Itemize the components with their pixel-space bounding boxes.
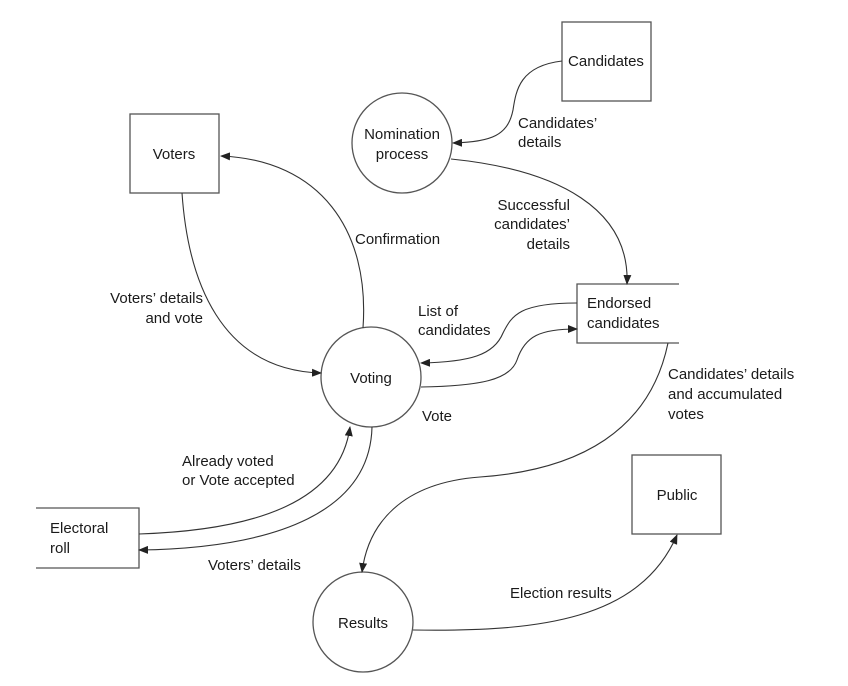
label-voters-details: Voters’ details [208,557,301,574]
store-electoral-roll[interactable]: Electoral roll [36,507,140,569]
entity-voters-label: Voters [153,146,196,163]
svg-text:or Vote accepted: or Vote accepted [182,472,295,489]
svg-text:votes: votes [668,406,704,423]
svg-text:Voters’ details: Voters’ details [110,290,203,307]
label-confirmation: Confirmation [355,231,440,248]
process-nomination-label-1: Nomination [364,126,440,143]
process-nomination-label-2: process [376,146,429,163]
flow-already-voted [138,426,353,535]
process-results[interactable]: Results [312,571,414,673]
svg-text:details: details [518,134,561,151]
flow-voters-details-vote [181,192,322,377]
label-list-of-candidates: List of candidates [418,303,491,339]
store-endorsed-label-1: Endorsed [587,295,651,312]
flow-list-of-candidates [420,302,578,367]
label-candidates-details: Candidates’ details [518,115,597,151]
svg-text:and accumulated: and accumulated [668,386,782,403]
process-voting-label: Voting [350,370,392,387]
flow-election-results [412,534,678,631]
svg-text:and vote: and vote [145,310,203,327]
label-successful-details: Successful candidates’ details [494,197,570,253]
flow-voters-details [138,426,373,554]
svg-text:candidates: candidates [418,322,491,339]
svg-text:List of: List of [418,303,459,320]
entity-public[interactable]: Public [631,454,722,535]
process-nomination[interactable]: Nomination process [351,92,453,194]
entity-public-label: Public [657,487,698,504]
label-voters-details-vote: Voters’ details and vote [110,290,203,327]
svg-text:details: details [527,236,570,253]
entity-voters[interactable]: Voters [129,113,220,194]
store-endorsed-candidates[interactable]: Endorsed candidates [576,283,679,344]
process-voting[interactable]: Voting [320,326,422,428]
label-accumulated-votes: Candidates’ details and accumulated vote… [668,366,794,423]
svg-text:Candidates’ details: Candidates’ details [668,366,794,383]
process-results-label: Results [338,615,388,632]
flow-successful-details [450,158,632,285]
flow-vote [420,325,578,388]
entity-candidates[interactable]: Candidates [561,21,652,102]
store-electoral-label-2: roll [50,540,70,557]
svg-text:Already voted: Already voted [182,453,274,470]
label-election-results: Election results [510,585,612,602]
flow-accumulated-votes [359,342,669,573]
svg-text:candidates’: candidates’ [494,216,570,233]
svg-text:Successful: Successful [497,197,570,214]
flow-candidates-details [452,60,563,147]
store-electoral-label-1: Electoral [50,520,108,537]
label-vote: Vote [422,408,452,425]
label-already-voted: Already voted or Vote accepted [182,453,295,489]
entity-candidates-label: Candidates [568,53,644,70]
flow-confirmation [220,152,365,329]
store-endorsed-label-2: candidates [587,315,660,332]
svg-text:Candidates’: Candidates’ [518,115,597,132]
